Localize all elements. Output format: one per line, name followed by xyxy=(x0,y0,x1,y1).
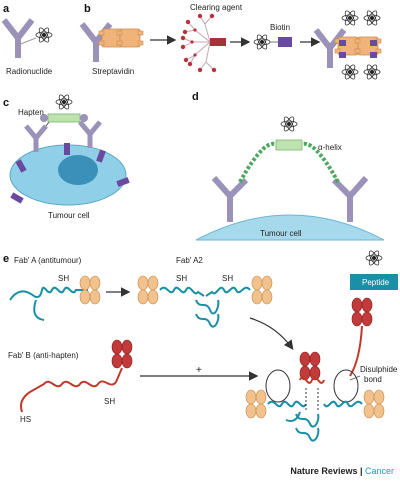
journal-name: Nature Reviews xyxy=(290,466,358,476)
disulphide-label: Disulphide bond xyxy=(360,365,400,384)
radionuclide-icon xyxy=(55,93,73,111)
peptide-box xyxy=(350,274,398,290)
antibody-icon xyxy=(211,176,369,222)
journal-section: Cancer xyxy=(364,466,394,476)
panel-d-letter: d xyxy=(192,91,199,103)
bispecific-antibody-icon xyxy=(24,117,102,152)
clearing-agent-label: Clearing agent xyxy=(190,3,243,12)
journal-credit: Nature Reviews | Cancer xyxy=(290,466,394,476)
hapten-end-icon xyxy=(40,114,48,122)
clearing-agent-icon xyxy=(180,13,226,73)
fab-a2-label: Fab′ A2 xyxy=(176,256,203,265)
hapten-icon xyxy=(275,139,303,151)
pretargeted-complex-icon xyxy=(316,9,382,81)
biotin-label: Biotin xyxy=(270,23,290,32)
radionuclide-icon xyxy=(35,26,53,44)
panel-a-letter: a xyxy=(3,3,10,15)
tumour-cell-label-d: Tumour cell xyxy=(260,229,302,238)
red-fab-icon xyxy=(349,297,373,377)
tumour-cell-icon xyxy=(9,143,130,206)
sh-label-b: SH xyxy=(104,397,115,406)
panel-b-letter: b xyxy=(84,3,91,15)
hapten-icon xyxy=(47,113,81,123)
fab-b-label: Fab′ B (anti-hapten) xyxy=(8,351,79,360)
sh-label: SH xyxy=(176,274,187,283)
radionuclide-label: Radionuclide xyxy=(6,67,53,76)
hapten-end-icon xyxy=(80,114,88,122)
tri-fab-complex-icon xyxy=(245,351,385,442)
panel-e-letter: e xyxy=(3,253,9,265)
disulphide-line1: Disulphide xyxy=(360,365,398,374)
tumour-cell-label-c: Tumour cell xyxy=(48,211,90,220)
sh-label: SH xyxy=(58,274,69,283)
fab-a-label: Fab′ A (antitumour) xyxy=(14,256,82,265)
fab-a-icon xyxy=(9,275,101,321)
credit-separator: | xyxy=(357,466,365,476)
streptavidin-icon xyxy=(98,28,144,48)
radionuclide-icon xyxy=(253,33,271,51)
radionuclide-icon xyxy=(365,249,383,267)
peptide-label: Peptide xyxy=(362,278,390,287)
biotin-icon xyxy=(278,37,292,47)
alpha-helix-label: α-helix xyxy=(318,143,342,152)
disulphide-line2: bond xyxy=(364,375,382,384)
fab-a2-icon xyxy=(137,275,273,328)
fab-b-icon xyxy=(20,339,133,413)
antibody-icon xyxy=(4,20,32,58)
radionuclide-icon xyxy=(280,115,298,133)
streptavidin-label: Streptavidin xyxy=(92,67,134,76)
hapten-label: Hapten xyxy=(18,108,44,117)
panel-c-letter: c xyxy=(3,97,9,109)
sh-label: SH xyxy=(222,274,233,283)
plus-sign: + xyxy=(196,365,202,376)
tumour-cell-icon xyxy=(195,214,385,241)
hs-label: HS xyxy=(20,415,31,424)
arrow-icon xyxy=(249,317,294,350)
